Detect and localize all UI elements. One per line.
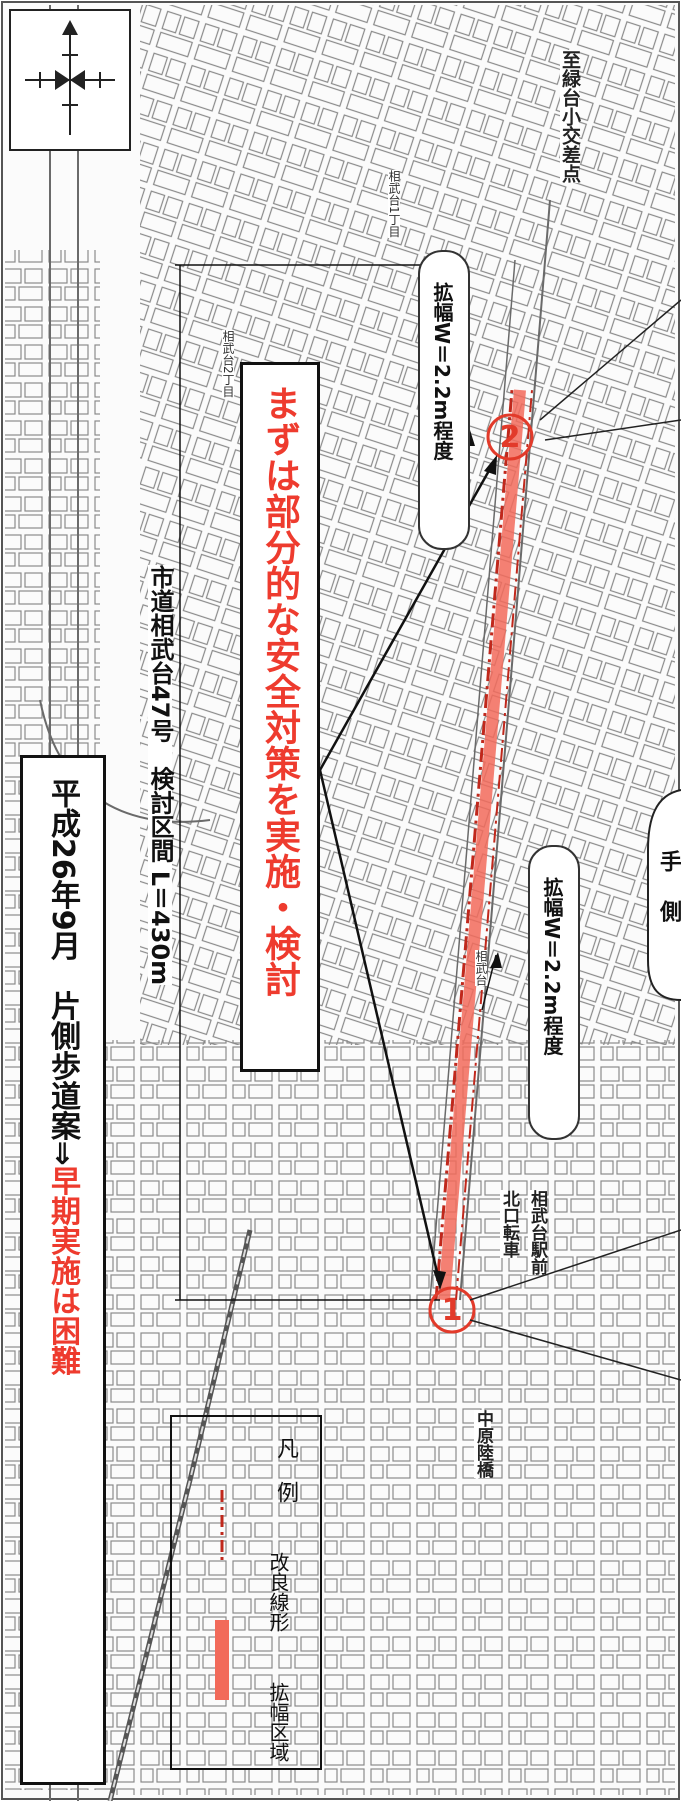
widening-band (438, 389, 526, 1301)
widening-label-east: 拡幅W＝2.2m程度 (430, 282, 454, 461)
improved-alignment (434, 389, 514, 1301)
place-district-1: 相武台2丁目 (221, 330, 235, 398)
building-area-north (140, 5, 675, 1045)
legend-item-band: 拡幅区域 (266, 1682, 290, 1762)
road-edge (459, 199, 551, 1301)
marker-2 (486, 413, 534, 461)
place-bus-stop-2: 北口転車 (499, 1190, 519, 1258)
place-bridge: 中原陸橋 (473, 1410, 493, 1478)
widening-label-west: 拡幅W＝2.2m程度 (540, 877, 564, 1056)
legend-title: 凡 例 (273, 1437, 298, 1503)
partial-box-text-2: 側 (656, 900, 681, 922)
railway-line (107, 1229, 253, 1801)
policy-box: まずは部分的な安全対策を実施・検討 (240, 362, 320, 1072)
widening-pill-east: 拡幅W＝2.2m程度 (418, 250, 470, 550)
road-edge-2 (429, 259, 516, 1301)
place-bus-stop: 相武台駅前 (527, 1190, 547, 1275)
place-intersection: 至緑台小交差点 (559, 50, 581, 183)
marker-1 (428, 1286, 476, 1334)
place-district-2: 相武台1丁目 (387, 170, 401, 238)
building-area-south (100, 1040, 675, 1795)
headline-highlight: 早期実施は困難 (45, 1165, 80, 1376)
legend-band (215, 1620, 229, 1700)
compass-icon (9, 9, 131, 151)
legend-box: 凡 例 改良線形 拡幅区域 (170, 1415, 322, 1770)
arrow-to-marker-1 (318, 769, 442, 1286)
headline-text: 平成26年9月 片側歩道案⇒早期実施は困難 (45, 778, 80, 1376)
section-label: 市道相武台47号 検討区間 L＝430m (146, 565, 174, 986)
legend-item-alignment: 改良線形 (266, 1552, 290, 1632)
partial-box-text-1: 手 (656, 850, 681, 872)
leader-line-bottom (469, 1229, 681, 1381)
headline-prefix: 平成26年9月 片側歩道案⇒ (45, 778, 80, 1166)
widening-pill-west: 拡幅W＝2.2m程度 (528, 845, 580, 1140)
arrowhead-2 (484, 455, 497, 475)
headline-box: 平成26年9月 片側歩道案⇒早期実施は困難 (20, 755, 106, 1785)
policy-text: まずは部分的な安全対策を実施・検討 (259, 385, 300, 997)
improved-alignment-2 (455, 389, 533, 1301)
leader-line-top (539, 299, 681, 441)
arrowhead-1 (433, 1270, 446, 1290)
marker-1-label: 1 (442, 1293, 463, 1328)
section-dimension (175, 264, 440, 1301)
place-district-3: 相武台 (474, 950, 488, 986)
marker-2-label: 2 (500, 420, 521, 455)
detail-box-edge (647, 789, 681, 1001)
